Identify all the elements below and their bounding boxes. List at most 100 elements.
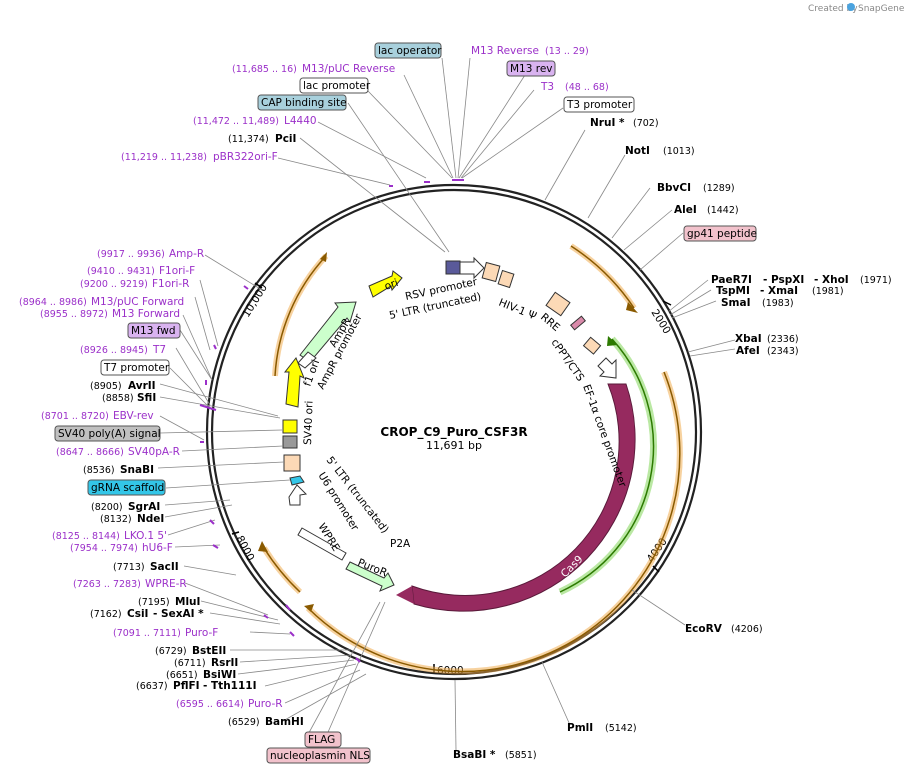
enzyme-labels-right: NruI * (702) NotI (1013) BbvCI (1289) Al… bbox=[453, 117, 892, 761]
arc-big-line bbox=[307, 371, 681, 673]
cap-site-box bbox=[257, 94, 347, 111]
svg-text:(6711): (6711) bbox=[174, 658, 206, 669]
primer-amp-r: Amp-R bbox=[169, 248, 204, 260]
svg-text:(1983): (1983) bbox=[762, 298, 794, 309]
enzyme-ecorv: EcoRV bbox=[685, 623, 723, 635]
sv40-polya-box bbox=[54, 425, 161, 442]
t7-promoter-label: T7 promoter bbox=[103, 362, 170, 374]
green-arc bbox=[558, 336, 657, 596]
nls-label: nucleoplasmin NLS bbox=[270, 750, 370, 762]
enzyme-afei: AfeI bbox=[736, 345, 760, 357]
enzyme-pspxi: - PspXI bbox=[763, 274, 804, 286]
svg-text:(8905): (8905) bbox=[90, 381, 122, 392]
svg-text:(7713): (7713) bbox=[113, 562, 145, 573]
enzyme-pmli: PmlI bbox=[567, 722, 593, 734]
enzyme-sacii: SacII bbox=[150, 561, 179, 573]
enzyme-paer7i: PaeR7I bbox=[711, 274, 752, 286]
lac-promoter-label: lac promoter bbox=[303, 80, 371, 92]
svg-text:(7162): (7162) bbox=[90, 609, 122, 620]
primer-puro-f-range: (7091 .. 7111) bbox=[113, 628, 181, 639]
inner-features: ori bbox=[282, 256, 617, 592]
primer-m13puc-reverse-range: (11,685 .. 16) bbox=[232, 64, 297, 75]
enzyme-bsabi: BsaBI * bbox=[453, 749, 496, 761]
enzyme-csii: CsiI bbox=[127, 608, 148, 620]
lac-operator-label: lac operator bbox=[378, 45, 442, 57]
svg-text:(702): (702) bbox=[633, 118, 659, 129]
enzyme-labels-left: PciI (11,374) AvrII (8905) SfiI (8858) S… bbox=[83, 133, 304, 728]
flag-label: FLAG bbox=[308, 734, 335, 746]
primer-m13-forward: M13 Forward bbox=[112, 308, 180, 320]
m13-rev-label: M13 rev bbox=[510, 63, 553, 75]
enzyme-smai: SmaI bbox=[721, 297, 751, 309]
primer-amp-r-range: (9917 .. 9936) bbox=[97, 249, 165, 260]
primer-m13-forward-range: (8955 .. 8972) bbox=[40, 309, 108, 320]
gp41-box bbox=[683, 225, 757, 242]
svg-text:(1981): (1981) bbox=[812, 286, 844, 297]
primer-pbr322: pBR322ori-F bbox=[213, 151, 278, 163]
svg-text:(8200): (8200) bbox=[91, 502, 123, 513]
primer-m13puc-forward-range: (8964 .. 8986) bbox=[19, 297, 87, 308]
primer-sv40pa-r-range: (8647 .. 8666) bbox=[56, 447, 124, 458]
lac-promoter-box bbox=[299, 77, 369, 94]
enzyme-noti: NotI bbox=[625, 145, 650, 157]
primer-wpre-r: WPRE-R bbox=[145, 578, 187, 590]
cap-site-label: CAP binding site bbox=[261, 97, 347, 109]
svg-text:(2336): (2336) bbox=[767, 334, 799, 345]
enzyme-avrii: AvrII bbox=[128, 380, 156, 392]
flag-box bbox=[304, 731, 342, 748]
primer-lko1-range: (8125 .. 8144) bbox=[52, 531, 120, 542]
enzyme-bsiwi: BsiWI bbox=[203, 669, 236, 681]
gp41-label: gp41 peptide bbox=[687, 228, 757, 240]
primer-t3: T3 bbox=[540, 81, 554, 93]
enzyme-nrui: NruI * bbox=[590, 117, 625, 129]
svg-text:(1013): (1013) bbox=[663, 146, 695, 157]
svg-text:(2343): (2343) bbox=[767, 346, 799, 357]
svg-text:(6651): (6651) bbox=[166, 670, 198, 681]
center-title: CROP_C9_Puro_CSF3R 11,691 bp bbox=[380, 425, 527, 452]
primer-ebv-rev-range: (8701 .. 8720) bbox=[41, 411, 109, 422]
ori-arrow bbox=[368, 270, 403, 298]
p2a-label: P2A bbox=[390, 538, 411, 550]
primer-lko1: LKO.1 5' bbox=[124, 530, 167, 542]
svg-text:(11,374): (11,374) bbox=[228, 134, 269, 145]
svg-text:(1442): (1442) bbox=[707, 205, 739, 216]
primer-m13-reverse: M13 Reverse bbox=[471, 45, 539, 57]
primer-wpre-r-range: (7263 .. 7283) bbox=[73, 579, 141, 590]
enzyme-xbai: XbaI bbox=[735, 333, 762, 345]
primer-puro-r: Puro-R bbox=[248, 698, 283, 710]
grna-box bbox=[87, 479, 166, 496]
primer-t7-range: (8926 .. 8945) bbox=[80, 345, 148, 356]
svg-text:(8536): (8536) bbox=[83, 465, 115, 476]
leader-lines bbox=[157, 57, 736, 756]
enzyme-tspmi: TspMI bbox=[716, 285, 750, 297]
primer-f1ori-f: F1ori-F bbox=[159, 265, 195, 277]
t3-promoter-label: T3 promoter bbox=[566, 99, 633, 111]
enzyme-mlui: MluI bbox=[175, 596, 200, 608]
plasmid-size: 11,691 bp bbox=[426, 439, 482, 452]
enzyme-xhoi: - XhoI bbox=[814, 274, 849, 286]
primer-t3-range: (48 .. 68) bbox=[565, 82, 609, 93]
ori-label: ori bbox=[383, 277, 400, 293]
primer-l4440: L4440 bbox=[284, 115, 317, 127]
primer-m13puc-reverse: M13/pUC Reverse bbox=[302, 63, 395, 75]
ampr-arrow bbox=[299, 301, 357, 363]
enzyme-xmai: - XmaI bbox=[760, 285, 798, 297]
svg-text:(1289): (1289) bbox=[703, 183, 735, 194]
sv40-polya-label: SV40 poly(A) signal bbox=[58, 428, 161, 440]
m13-fwd-box bbox=[127, 322, 181, 339]
primer-puro-f: Puro-F bbox=[185, 627, 218, 639]
primer-f1ori-r-range: (9200 .. 9219) bbox=[80, 279, 148, 290]
credit-text: Created by bbox=[808, 4, 858, 14]
cppt-label: cPPT/CTS bbox=[549, 337, 587, 384]
primer-hu6-f-range: (7954 .. 7974) bbox=[70, 543, 138, 554]
credit-brand: SnapGene bbox=[858, 4, 905, 14]
svg-text:(1971): (1971) bbox=[860, 275, 892, 286]
svg-text:(5142): (5142) bbox=[605, 723, 637, 734]
credit: Created by SnapGene bbox=[808, 3, 905, 14]
svg-text:(6729): (6729) bbox=[155, 646, 187, 657]
enzyme-bsteii: BstEII bbox=[192, 645, 226, 657]
primer-m13puc-forward: M13/pUC Forward bbox=[91, 296, 184, 308]
enzyme-sgrai: SgrAI bbox=[128, 501, 160, 513]
boxed-labels: lac operator M13 rev lac promoter CAP bi… bbox=[54, 42, 757, 764]
